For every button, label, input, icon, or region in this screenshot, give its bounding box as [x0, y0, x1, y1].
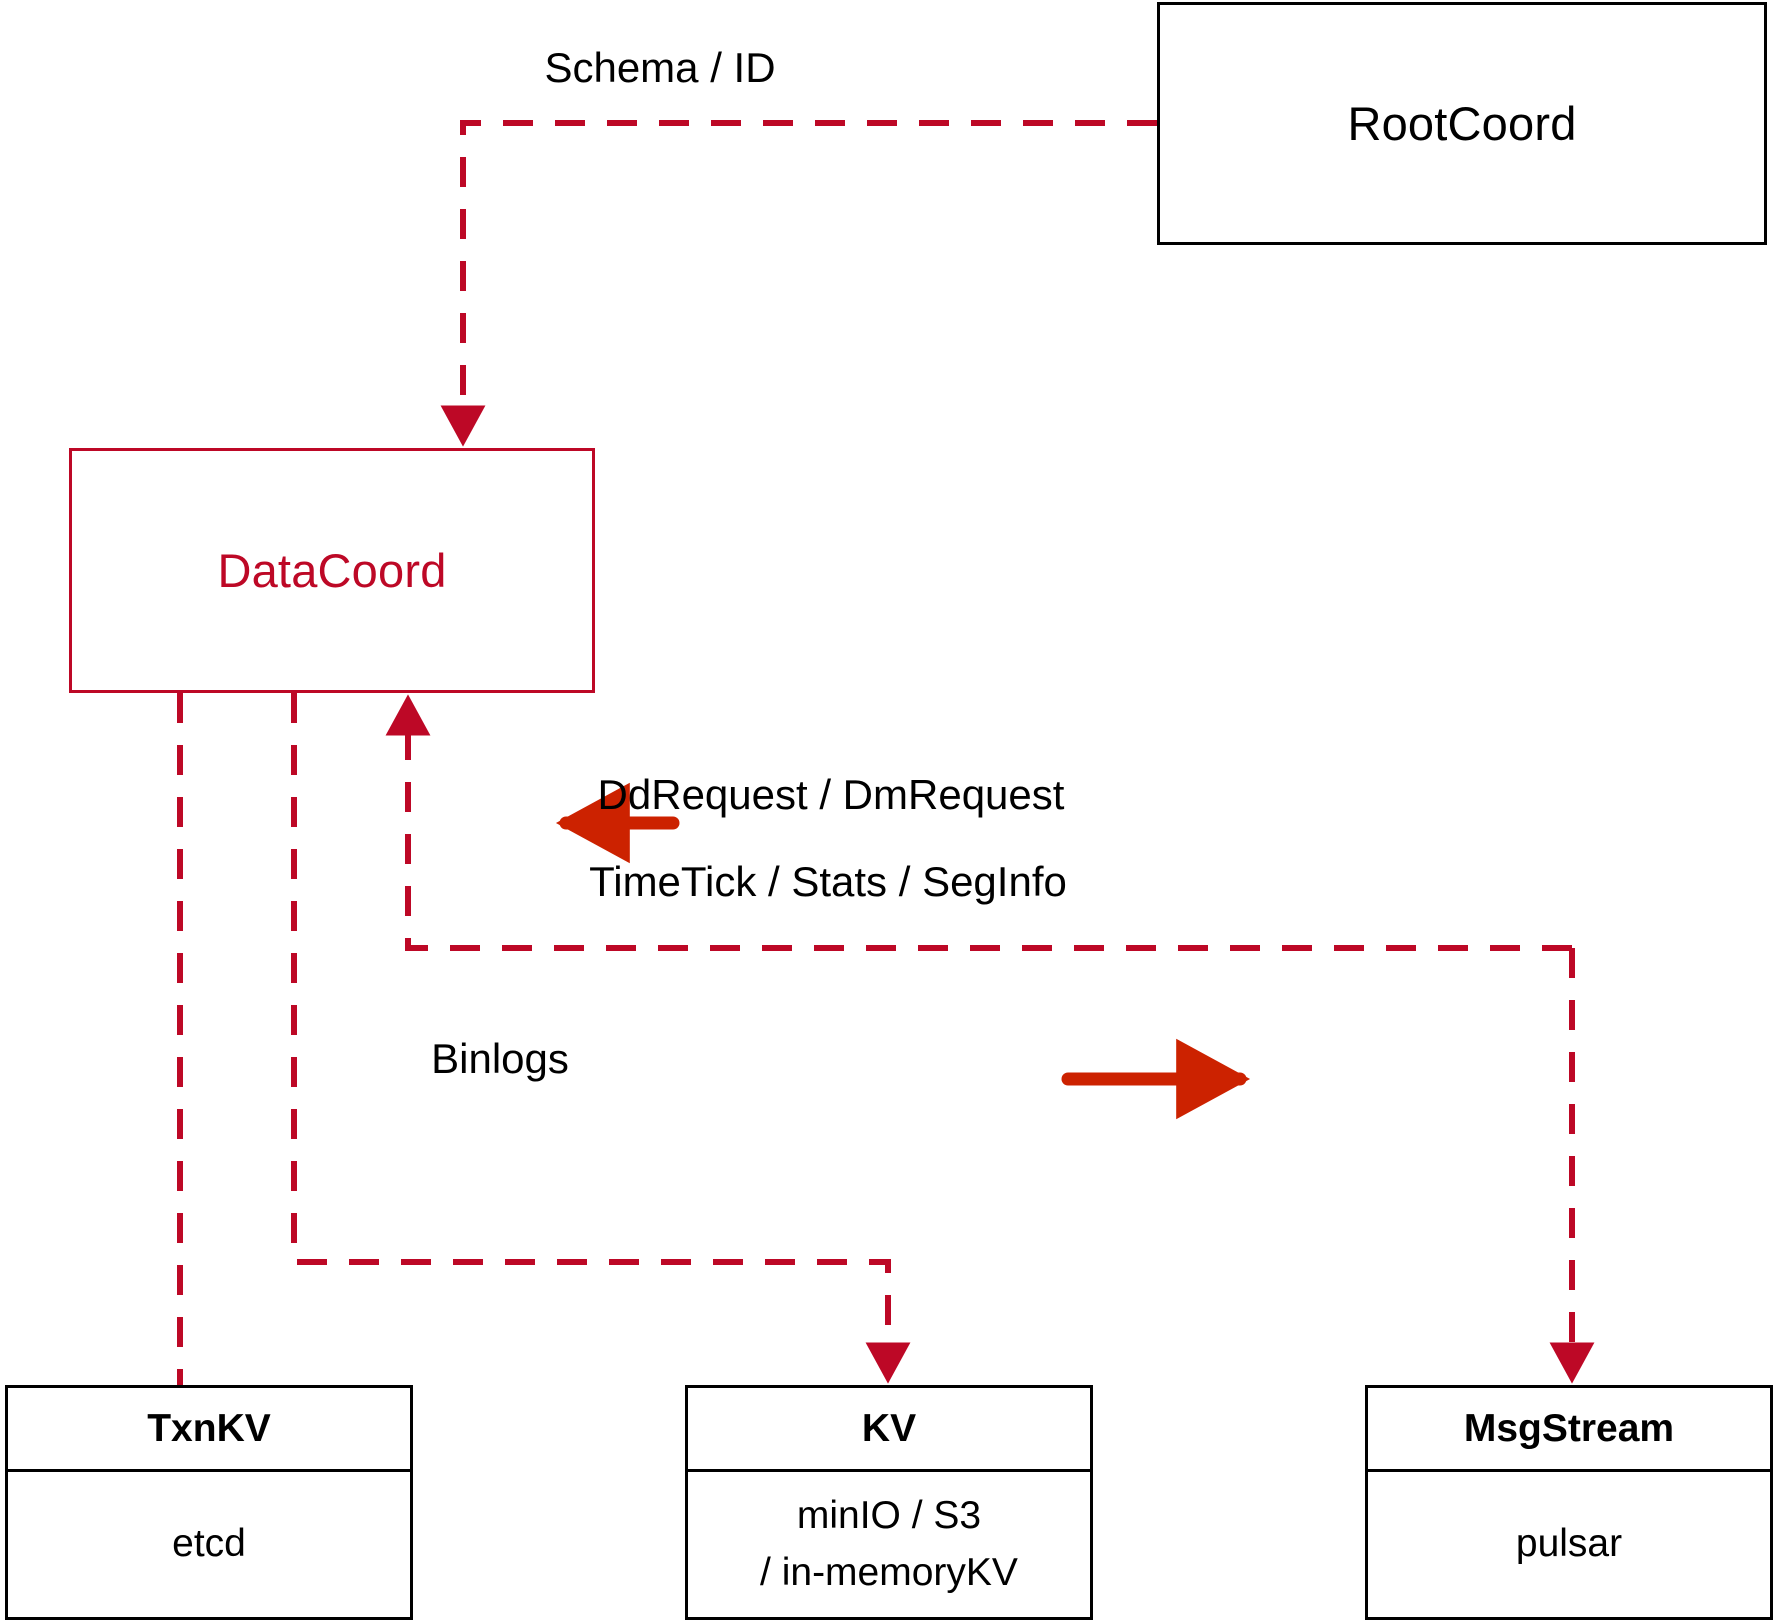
node-msgstream[interactable]: MsgStream pulsar [1365, 1385, 1773, 1620]
edge-label-binlogs: Binlogs [431, 1035, 569, 1082]
node-datacoord[interactable]: DataCoord [69, 448, 595, 693]
node-kv-line-1: / in-memoryKV [760, 1550, 1018, 1594]
edge-binlogs-path [291, 693, 911, 1384]
node-rootcoord[interactable]: RootCoord [1157, 2, 1767, 245]
node-kv[interactable]: KV minIO / S3 / in-memoryKV [685, 1385, 1093, 1620]
node-msgstream-header: MsgStream [1368, 1388, 1770, 1472]
node-txnkv-body: etcd [8, 1472, 410, 1617]
node-datacoord-label: DataCoord [217, 544, 447, 597]
node-txnkv-header: TxnKV [8, 1388, 410, 1472]
node-kv-line-0: minIO / S3 [796, 1493, 982, 1537]
edge-label-timetick-stats-seginfo: TimeTick / Stats / SegInfo [589, 858, 1067, 905]
node-msgstream-body: pulsar [1368, 1472, 1770, 1617]
node-txnkv[interactable]: TxnKV etcd [5, 1385, 413, 1620]
node-kv-header: KV [688, 1388, 1090, 1472]
node-msgstream-title: MsgStream [1463, 1406, 1675, 1450]
node-txnkv-line-0: etcd [172, 1522, 246, 1566]
node-txnkv-title: TxnKV [147, 1406, 271, 1450]
node-kv-title: KV [861, 1406, 917, 1450]
node-kv-body: minIO / S3 / in-memoryKV [688, 1472, 1090, 1617]
edge-label-ddrequest-dmrequest: DdRequest / DmRequest [597, 771, 1065, 818]
node-rootcoord-label: RootCoord [1347, 97, 1577, 150]
edge-label-schema-id: Schema / ID [544, 44, 776, 91]
edge-schema-id-path [440, 120, 1157, 447]
edge-msgstream-datacoord-path [385, 694, 1572, 951]
node-msgstream-line-0: pulsar [1515, 1522, 1623, 1566]
